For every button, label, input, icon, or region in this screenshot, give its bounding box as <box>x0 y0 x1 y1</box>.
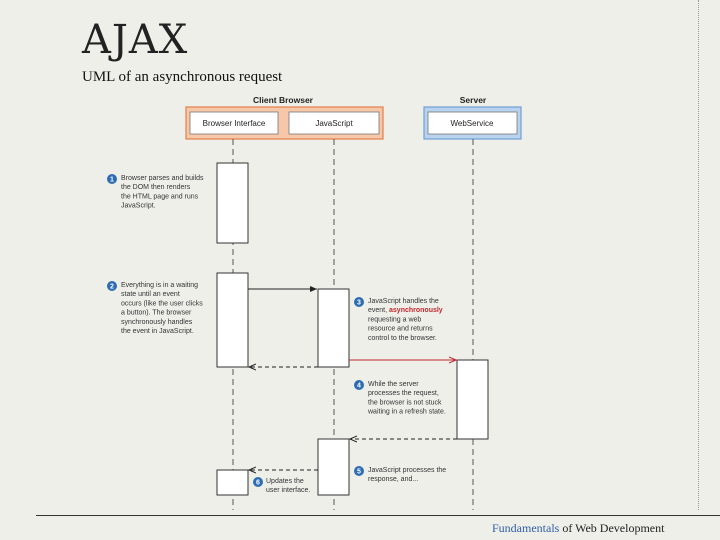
step-2-text: Everything is in a waiting state until an… <box>121 282 203 335</box>
javascript-participant <box>288 111 380 135</box>
footer: Fundamentals of Web Development <box>492 521 664 536</box>
step-6-text: Updates the user interface. <box>266 478 310 494</box>
activation-browser-3 <box>216 469 249 496</box>
browser-interface-label: Browser Interface <box>203 119 266 128</box>
step-3-number: 3 <box>357 300 361 307</box>
annotation-line: occurs (like the user clicks <box>121 300 203 307</box>
step-3: 3 JavaScript handles the event, asynchron… <box>354 297 443 342</box>
step-1-text: Browser parses and builds the DOM then re… <box>121 175 204 210</box>
step-5-number: 5 <box>357 469 361 476</box>
activation-browser-1 <box>216 162 249 244</box>
annotation-line: JavaScript processes the <box>368 467 446 474</box>
step-3-text: JavaScript handles the event, asynchronou… <box>368 298 443 342</box>
step-3-badge <box>354 297 364 307</box>
step-1-number: 1 <box>110 177 114 184</box>
footer-accent: Fundamentals <box>492 521 560 535</box>
activation-webservice <box>456 359 489 440</box>
annotation-line: synchronously handles <box>121 319 193 326</box>
step-4-number: 4 <box>357 383 361 390</box>
annotation-line: state until an event <box>121 291 180 298</box>
annotation-line: user interface. <box>266 487 310 494</box>
footer-rest: of Web Development <box>559 521 665 535</box>
annotation-line: the browser is not stuck <box>368 399 442 406</box>
activation-javascript-1 <box>317 288 350 368</box>
right-divider <box>698 0 700 510</box>
client-browser-label: Client Browser <box>253 95 314 105</box>
step-4-badge <box>354 380 364 390</box>
annotation-line: requesting a web <box>368 316 421 323</box>
step-2-number: 2 <box>110 284 114 291</box>
annotation-line: Browser parses and builds <box>121 175 204 182</box>
annotation-line: the HTML page and runs <box>121 193 199 200</box>
step-5-badge <box>354 466 364 476</box>
annotation-line: a button). The browser <box>121 310 192 317</box>
annotation-line: JavaScript handles the <box>368 298 439 305</box>
footer-rule <box>36 515 720 516</box>
annotation-line: Updates the <box>266 478 304 485</box>
step-6-badge <box>253 477 263 487</box>
server-label: Server <box>460 95 487 105</box>
activation-javascript-2 <box>317 438 350 496</box>
step-6-number: 6 <box>256 480 260 487</box>
step-1: 1 Browser parses and builds the DOM then … <box>107 174 204 210</box>
annotation-line: the DOM then renders <box>121 184 191 191</box>
annotation-line: response, and... <box>368 476 418 483</box>
annotation-line: resource and returns <box>368 326 433 333</box>
step-6: 6 Updates the user interface. <box>253 477 310 494</box>
step-4: 4 While the server processes the request,… <box>354 380 446 416</box>
step-2: 2 Everything is in a waiting state until … <box>107 281 203 335</box>
annotation-line: the event in JavaScript. <box>121 328 194 335</box>
javascript-label: JavaScript <box>315 119 353 128</box>
annotation-line: control to the browser. <box>368 335 437 342</box>
step-2-badge <box>107 281 117 291</box>
web-service-participant <box>427 111 518 135</box>
annotation-line: processes the request, <box>368 390 439 397</box>
annotation-line: Everything is in a waiting <box>121 282 198 289</box>
annotation-line: JavaScript. <box>121 203 156 210</box>
web-service-label: WebService <box>451 119 495 128</box>
activation-browser-2 <box>216 272 249 368</box>
step-1-badge <box>107 174 117 184</box>
browser-interface-participant <box>189 111 279 135</box>
annotation-line: While the server <box>368 381 419 388</box>
step-5-text: JavaScript processes the response, and... <box>368 467 446 483</box>
step-5: 5 JavaScript processes the response, and.… <box>354 466 446 483</box>
slide-title: AJAX <box>82 17 189 63</box>
step-4-text: While the server processes the request, th… <box>367 381 446 416</box>
annotation-line: event, asynchronously <box>368 307 443 314</box>
annotation-line: waiting in a refresh state. <box>367 409 446 416</box>
slide-subtitle: UML of an asynchronous request <box>82 69 283 85</box>
